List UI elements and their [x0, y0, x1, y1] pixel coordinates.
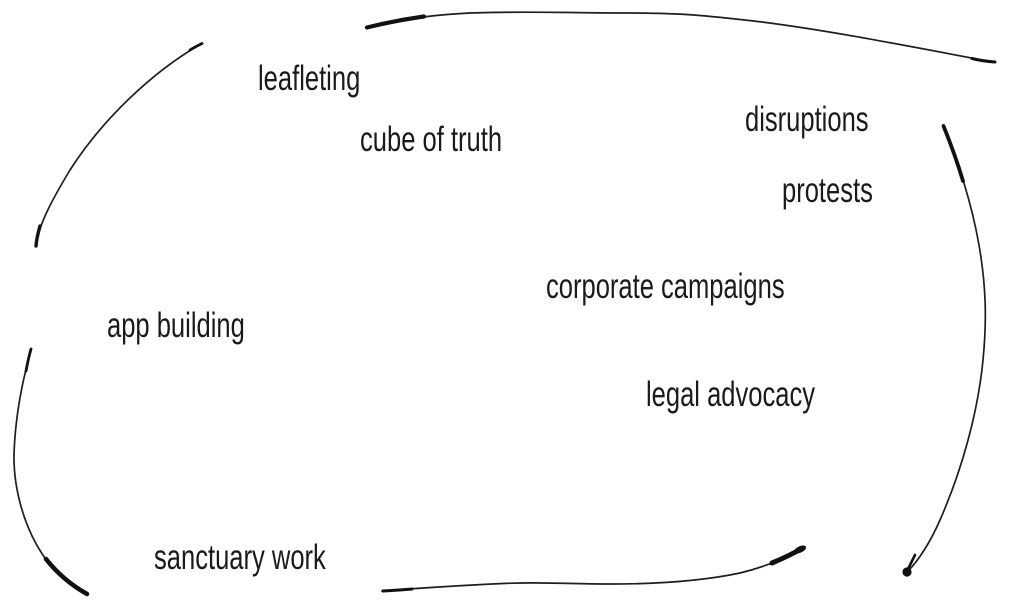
border-right-stroke: [902, 124, 987, 577]
border-top-stroke: [364, 11, 997, 64]
label-cube-of-truth: cube of truth: [360, 120, 503, 159]
label-legal-advocacy: legal advocacy: [646, 375, 816, 414]
border-left-lower-stroke: [13, 347, 90, 597]
ink-dot: [902, 567, 912, 577]
label-sanctuary-work: sanctuary work: [154, 538, 326, 577]
label-protests: protests: [782, 171, 873, 210]
label-leafleting: leafleting: [258, 59, 361, 98]
border-bottom-stroke: [381, 545, 807, 593]
label-corporate-campaigns: corporate campaigns: [546, 267, 785, 306]
label-app-building: app building: [107, 306, 245, 345]
label-disruptions: disruptions: [745, 100, 869, 139]
border-left-upper-stroke: [34, 42, 204, 248]
